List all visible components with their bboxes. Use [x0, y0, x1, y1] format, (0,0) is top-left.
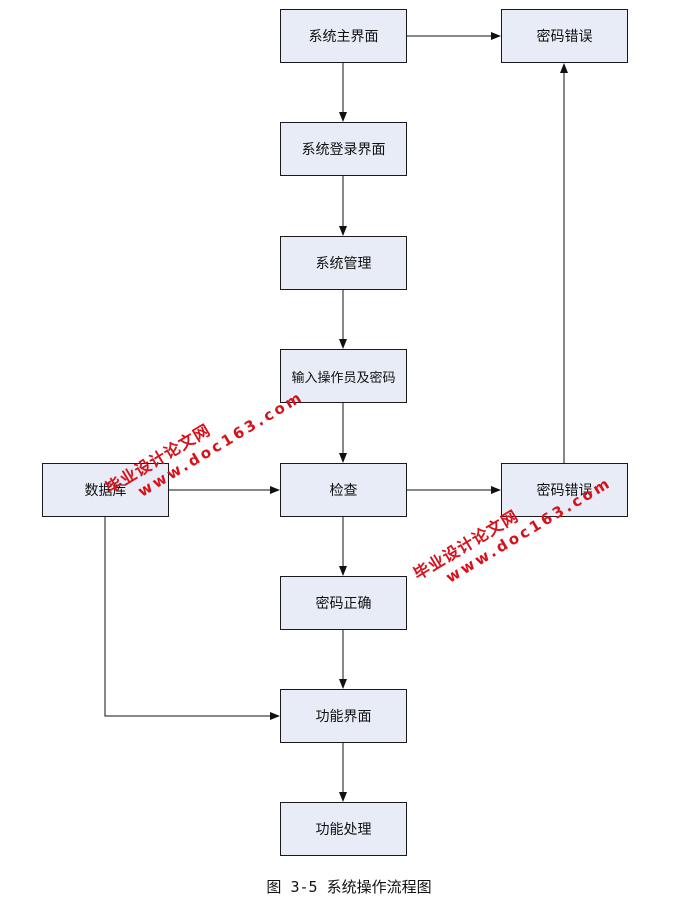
node-system-login-ui: 系统登录界面 — [280, 122, 407, 176]
node-system-management: 系统管理 — [280, 236, 407, 290]
node-password-error-right: 密码错误 — [501, 463, 628, 517]
node-label: 检查 — [329, 483, 358, 499]
node-label: 输入操作员及密码 — [291, 370, 396, 386]
node-label: 系统主界面 — [308, 29, 379, 45]
node-label: 数据库 — [84, 483, 127, 499]
node-function-ui: 功能界面 — [280, 689, 407, 743]
node-function-processing: 功能处理 — [280, 802, 407, 856]
node-password-correct: 密码正确 — [280, 576, 407, 630]
figure-caption: 图 3-5 系统操作流程图 — [266, 878, 432, 896]
node-label: 系统登录界面 — [301, 142, 386, 158]
node-label: 密码正确 — [315, 596, 372, 612]
node-input-operator-password: 输入操作员及密码 — [280, 349, 407, 403]
node-label: 密码错误 — [536, 29, 593, 45]
node-label: 密码错误 — [536, 483, 593, 499]
arrow-database-to-function — [104, 517, 280, 720]
node-check: 检查 — [280, 463, 407, 517]
node-label: 功能界面 — [315, 709, 372, 725]
node-system-main-ui: 系统主界面 — [280, 9, 407, 63]
node-password-error-top: 密码错误 — [501, 9, 628, 63]
node-label: 系统管理 — [315, 256, 372, 272]
node-database: 数据库 — [42, 463, 169, 517]
node-label: 功能处理 — [315, 822, 372, 838]
